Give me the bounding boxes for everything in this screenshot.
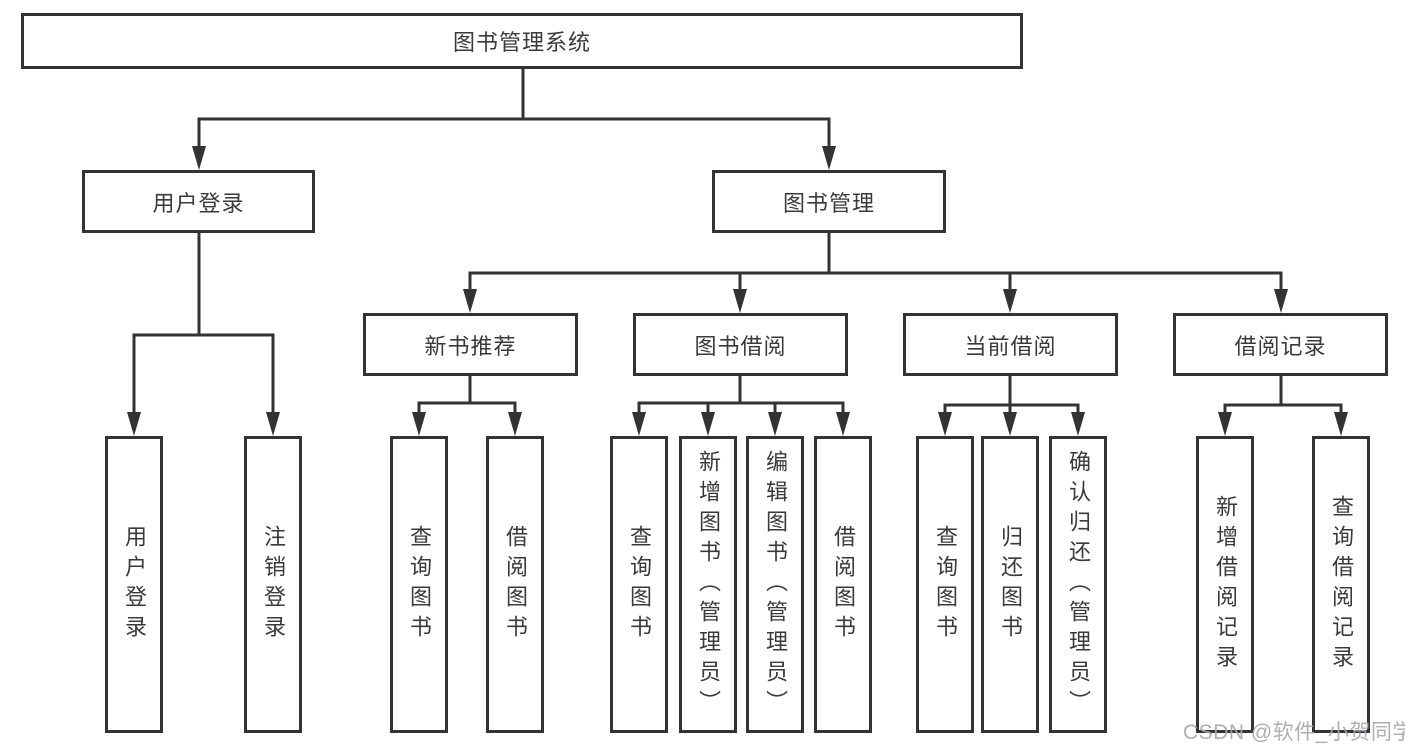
arrowhead <box>463 289 477 313</box>
node-new-book-recommend: 新书推荐 <box>363 313 578 376</box>
leaf-newbook-query-books: 查询图书 <box>390 436 448 733</box>
arrowhead <box>1003 289 1017 313</box>
connector-new-book-to-leaves <box>412 376 522 436</box>
node-new-book-recommend-label: 新书推荐 <box>424 333 517 359</box>
node-user-login: 用户登录 <box>82 170 315 233</box>
leaf-records-add-record-label: 新增借阅记录 <box>1213 494 1238 675</box>
leaf-newbook-query-books-label: 查询图书 <box>407 524 432 645</box>
arrowhead <box>127 412 141 436</box>
arrowhead <box>1003 412 1017 436</box>
arrowhead <box>836 412 850 436</box>
leaf-current-query-books-label: 查询图书 <box>933 524 958 645</box>
leaf-borrow-query-books-label: 查询图书 <box>627 524 652 645</box>
arrowhead <box>701 412 715 436</box>
node-borrow-records: 借阅记录 <box>1173 313 1388 376</box>
arrowhead <box>768 412 782 436</box>
leaf-current-return-books-label: 归还图书 <box>998 524 1023 645</box>
arrowhead <box>1334 412 1348 436</box>
leaf-newbook-borrow-books-label: 借阅图书 <box>503 524 528 645</box>
leaf-borrow-edit-books-admin-label: 编辑图书（管理员） <box>763 449 788 720</box>
connector-borrow-records-to-leaves <box>1218 376 1348 436</box>
connector-root-to-level2 <box>192 68 836 170</box>
node-current-borrow: 当前借阅 <box>903 313 1118 376</box>
node-current-borrow-label: 当前借阅 <box>964 333 1057 359</box>
arrowhead <box>1071 412 1085 436</box>
arrowhead <box>1218 412 1232 436</box>
node-book-borrow: 图书借阅 <box>633 313 848 376</box>
arrowhead <box>938 412 952 436</box>
arrowhead <box>1274 289 1288 313</box>
leaf-records-add-record: 新增借阅记录 <box>1196 436 1254 733</box>
leaf-current-confirm-return-admin-label: 确认归还（管理员） <box>1066 449 1091 720</box>
arrowhead <box>266 412 280 436</box>
leaf-borrow-borrow-books-label: 借阅图书 <box>831 524 856 645</box>
connector-user-login-to-leaves <box>127 233 280 436</box>
node-borrow-records-label: 借阅记录 <box>1234 333 1327 359</box>
connector-current-borrow-to-leaves <box>938 376 1085 436</box>
leaf-logout-label: 注销登录 <box>261 524 286 645</box>
arrowhead <box>733 289 747 313</box>
leaf-current-return-books: 归还图书 <box>981 436 1039 733</box>
node-root-label: 图书管理系统 <box>452 30 591 55</box>
leaf-records-query-record-label: 查询借阅记录 <box>1329 494 1354 675</box>
arrowhead <box>412 412 426 436</box>
node-root: 图书管理系统 <box>21 13 1023 69</box>
leaf-logout: 注销登录 <box>244 436 302 733</box>
csdn-watermark: CSDN @软件_小贺同学 <box>1183 721 1405 744</box>
node-user-login-label: 用户登录 <box>152 190 245 216</box>
arrowhead <box>822 146 836 170</box>
leaf-borrow-edit-books-admin: 编辑图书（管理员） <box>746 436 804 733</box>
leaf-borrow-query-books: 查询图书 <box>610 436 668 733</box>
node-book-management-label: 图书管理 <box>782 190 875 216</box>
leaf-borrow-add-books-admin: 新增图书（管理员） <box>679 436 737 733</box>
leaf-borrow-add-books-admin-label: 新增图书（管理员） <box>696 449 721 720</box>
connector-book-mgmt-to-level3 <box>463 233 1288 313</box>
leaf-newbook-borrow-books: 借阅图书 <box>486 436 544 733</box>
leaf-records-query-record: 查询借阅记录 <box>1312 436 1370 733</box>
arrowhead <box>192 146 206 170</box>
leaf-current-query-books: 查询图书 <box>916 436 974 733</box>
node-book-management: 图书管理 <box>712 170 946 233</box>
node-book-borrow-label: 图书借阅 <box>694 333 787 359</box>
leaf-borrow-borrow-books: 借阅图书 <box>814 436 872 733</box>
leaf-user-login-label: 用户登录 <box>122 524 147 645</box>
arrowhead <box>508 412 522 436</box>
connector-book-borrow-to-leaves <box>632 376 850 436</box>
leaf-user-login: 用户登录 <box>105 436 163 733</box>
arrowhead <box>632 412 646 436</box>
leaf-current-confirm-return-admin: 确认归还（管理员） <box>1049 436 1107 733</box>
